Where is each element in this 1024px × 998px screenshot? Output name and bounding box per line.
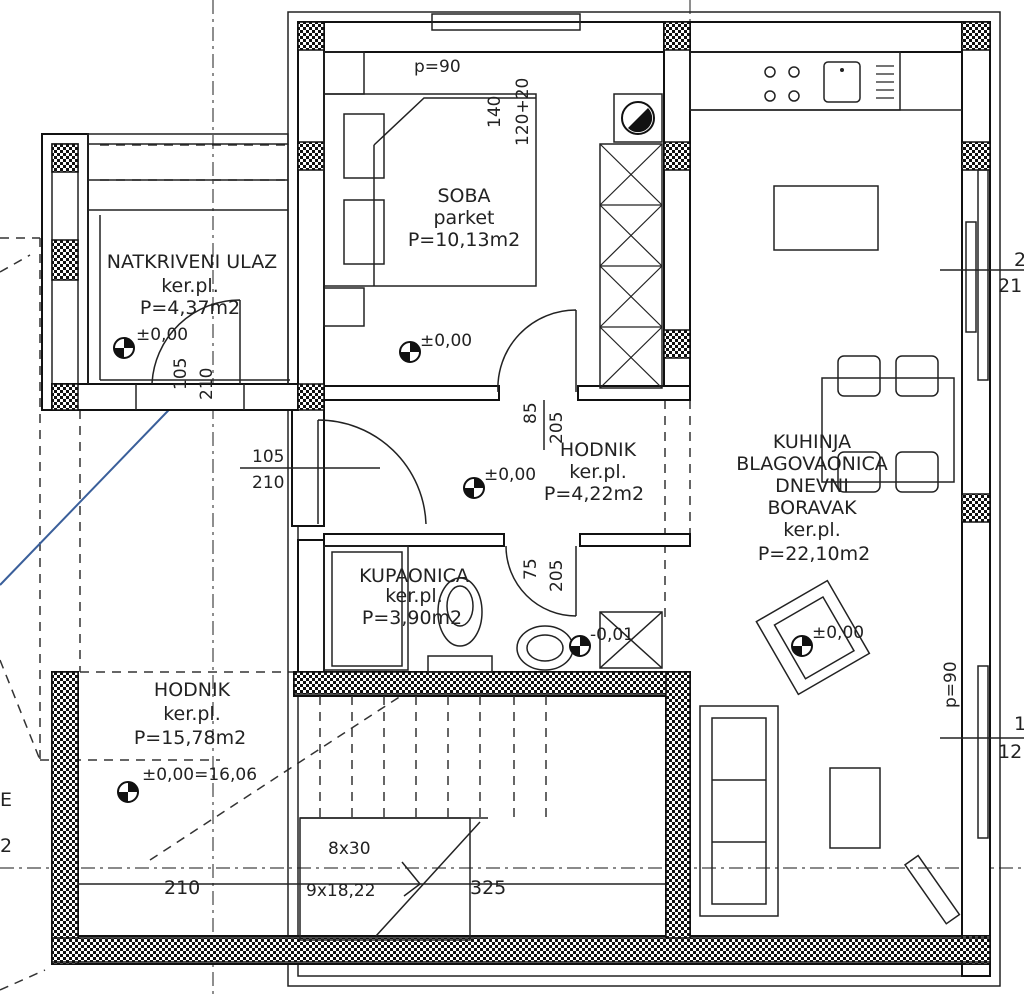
window-top-height: 120+20: [513, 78, 533, 146]
edge-right-4: 12: [998, 741, 1022, 763]
edge-right-2: 21: [998, 275, 1022, 297]
door-hall-width: 105: [252, 447, 284, 467]
window-top-parapet: p=90: [414, 57, 461, 77]
room-name: NATKRIVENI ULAZ: [107, 251, 277, 273]
room-name-line2: BLAGOVAONICA: [736, 453, 888, 475]
room-floor: ker.pl.: [783, 519, 841, 541]
room-hodnik-upper: HODNIK ker.pl. P=4,22m2 ±0,00: [484, 439, 644, 505]
edge-left-1: E: [0, 789, 12, 811]
room-floor: ker.pl.: [161, 275, 219, 297]
room-area: P=10,13m2: [408, 229, 520, 251]
room-area: P=22,10m2: [758, 543, 870, 565]
door-soba-width: 85: [521, 402, 541, 424]
dimension-labels: p=90 140 120+20 105 210 105 210 85 205 7…: [0, 57, 1024, 901]
annotation-line: [0, 387, 191, 586]
room-level: -0,01: [590, 625, 634, 645]
windows: [431, 13, 989, 839]
room-name: HODNIK: [560, 439, 637, 461]
room-name-line3: DNEVNI: [775, 475, 849, 497]
room-floor: parket: [434, 207, 495, 229]
room-floor: ker.pl.: [569, 461, 627, 483]
door-bath-height: 205: [547, 560, 567, 592]
level-markers: [113, 337, 813, 803]
edge-left-2: 2: [0, 835, 12, 857]
dim-bottom-right: 325: [470, 877, 506, 899]
window-right-parapet: p=90: [941, 661, 961, 708]
stairs-steps: 8x30: [328, 839, 371, 859]
room-name: HODNIK: [154, 679, 231, 701]
room-name: SOBA: [437, 185, 490, 207]
room-soba: SOBA parket P=10,13m2 ±0,00: [408, 185, 520, 351]
furniture: [323, 51, 962, 925]
door-hall-height: 210: [252, 473, 284, 493]
door-bath-width: 75: [521, 558, 541, 580]
room-level: ±0,00: [420, 331, 472, 351]
room-name-line1: KUHINJA: [773, 431, 851, 453]
window-top-width: 140: [485, 96, 505, 128]
dim-bottom-left: 210: [164, 877, 200, 899]
edge-right-3: 1: [1014, 713, 1024, 735]
room-area: P=4,22m2: [544, 483, 644, 505]
room-area: P=15,78m2: [134, 727, 246, 749]
room-area: P=3,90m2: [362, 607, 462, 629]
door-entry-height: 210: [197, 368, 217, 400]
room-natkriveni-ulaz: NATKRIVENI ULAZ ker.pl. P=4,37m2 ±0,00: [107, 251, 277, 345]
room-level: ±0,00: [812, 623, 864, 643]
room-name: KUPAONICA: [359, 565, 469, 587]
room-level: ±0,00: [136, 325, 188, 345]
room-kupaonica: KUPAONICA ker.pl. P=3,90m2 -0,01: [359, 565, 634, 645]
projection-lines: [0, 144, 691, 991]
room-level: ±0,00=16,06: [142, 765, 257, 785]
room-hodnik-lower: HODNIK ker.pl. P=15,78m2 ±0,00=16,06: [134, 679, 257, 785]
stairs: [78, 696, 666, 941]
room-level: ±0,00: [484, 465, 536, 485]
doors: [135, 299, 577, 617]
room-floor: ker.pl.: [163, 703, 221, 725]
door-entry-width: 105: [171, 358, 191, 390]
door-soba-height: 205: [547, 412, 567, 444]
columns: [51, 21, 991, 965]
edge-right-1: 2: [1014, 249, 1024, 271]
room-name-line4: BORAVAK: [767, 497, 857, 519]
room-floor: ker.pl.: [385, 585, 443, 607]
stairs-rise: 9x18,22: [306, 881, 376, 901]
room-area: P=4,37m2: [140, 297, 240, 319]
room-kuhinja-boravak: KUHINJA BLAGOVAONICA DNEVNI BORAVAK ker.…: [736, 431, 888, 643]
